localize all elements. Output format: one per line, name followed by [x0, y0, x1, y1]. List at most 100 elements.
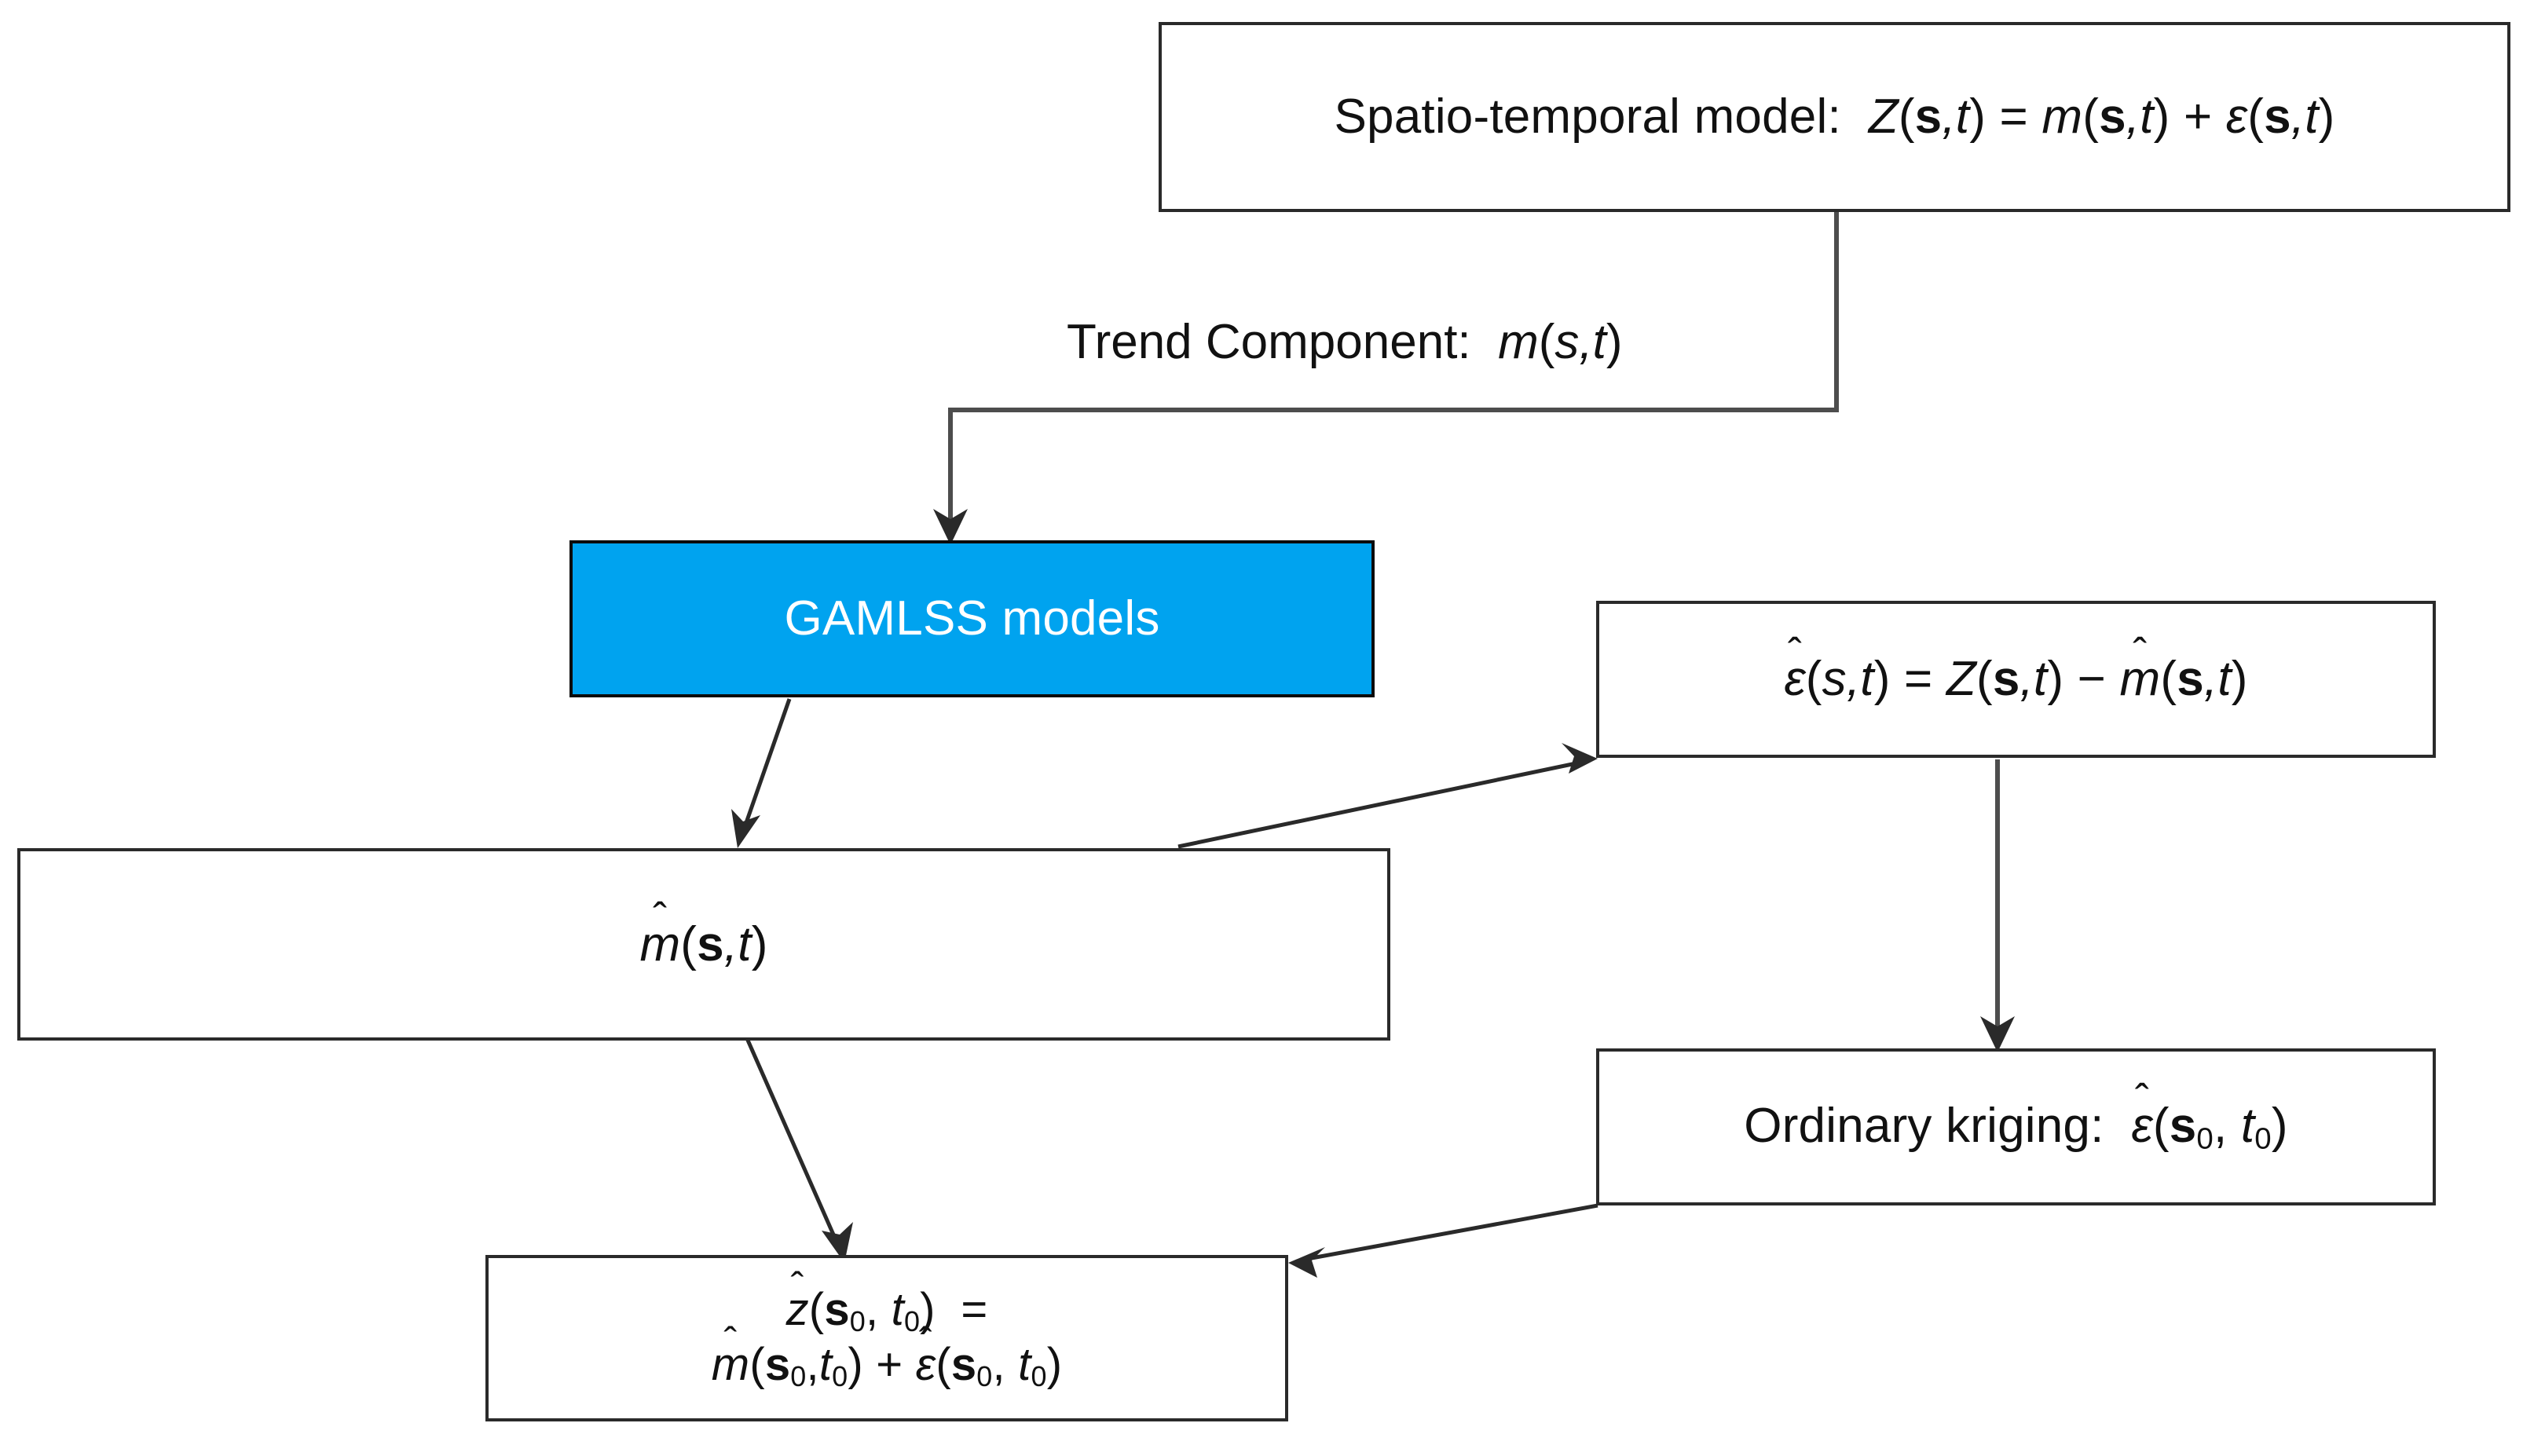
residual-minus: − [2077, 652, 2107, 707]
residual-open-paren: ( [1805, 652, 1822, 707]
prediction-comma: , [865, 1283, 879, 1335]
top-box-s-bold-3: s [2264, 90, 2291, 145]
prediction-m: m [711, 1339, 750, 1390]
residual-close-paren-2: ) [2047, 652, 2064, 707]
top-box-close-paren: ) [1969, 90, 1987, 145]
prediction-s-bold-2: s [764, 1339, 791, 1390]
residual-equals: = [1904, 652, 1933, 707]
residual-close-paren-3: ) [2231, 652, 2248, 707]
trend-edge-s: s [1554, 315, 1580, 369]
prediction-open-paren-3: ( [936, 1339, 951, 1390]
residual-comma-t-2: ,t [2020, 652, 2048, 707]
kriging-comma: , [2213, 1099, 2228, 1154]
prediction-t-subscript-2: 0 [832, 1359, 848, 1392]
prediction-comma-2: , [806, 1339, 819, 1390]
hat-mark-icon: ˆ [1788, 630, 1803, 677]
edge-kriging-to-prediction [1288, 1203, 1598, 1278]
top-box-comma-t-2: ,t [2126, 90, 2154, 145]
prediction-s-bold: s [824, 1283, 850, 1335]
top-box-trend-symbol: m [2041, 90, 2083, 145]
residual-comma-t: ,t [1846, 652, 1874, 707]
top-box-comma-t-3: ,t [2290, 90, 2319, 145]
edge-gamlss-to-trend-estimate [731, 698, 792, 848]
residual-s-bold-2: s [2177, 652, 2204, 707]
residual-comma-t-3: ,t [2203, 652, 2232, 707]
node-spatio-temporal-model[interactable]: Spatio-temporal model: Z(s,t) = m(s,t) +… [1159, 22, 2510, 212]
prediction-epsilon: ε [915, 1339, 936, 1390]
edge-trend-component [933, 212, 1839, 545]
prediction-z: z [785, 1283, 809, 1335]
gamlss-models-label: GAMLSS models [784, 591, 1160, 646]
node-gamlss-models[interactable]: GAMLSS models [569, 540, 1375, 697]
prediction-t: t [891, 1283, 904, 1335]
residual-s-bold: s [1992, 652, 2020, 707]
prediction-open-paren-2: ( [749, 1339, 765, 1390]
trend-edge-comma-t: ,t [1579, 315, 1606, 369]
top-box-comma-t: ,t [1942, 90, 1970, 145]
trend-edge-close-paren: ) [1606, 315, 1623, 369]
top-box-lhs: Z [1868, 90, 1899, 145]
prediction-close-paren: ) [920, 1283, 936, 1335]
top-box-s-bold: s [1914, 90, 1943, 145]
top-box-open-paren-2: ( [2082, 90, 2100, 145]
trend-edge-prefix: Trend Component: [1067, 315, 1471, 369]
top-box-plus: + [2183, 90, 2213, 145]
kriging-close-paren: ) [2271, 1099, 2288, 1154]
kriging-t-subscript: 0 [2254, 1121, 2272, 1156]
kriging-s-subscript: 0 [2196, 1121, 2214, 1156]
residual-epsilon: ε [1784, 652, 1806, 707]
hat-mark-icon-2: ˆ [2133, 630, 2148, 677]
prediction-plus: + [876, 1339, 903, 1390]
hat-mark-icon-3: ˆ [653, 895, 668, 942]
top-box-equals: = [1999, 90, 2028, 145]
prediction-s-subscript: 0 [849, 1304, 866, 1337]
hat-mark-icon-6: ˆ [723, 1319, 738, 1364]
prediction-s-bold-3: s [950, 1339, 977, 1390]
prediction-t-subscript: 0 [903, 1304, 921, 1337]
trend-estimate-s-bold: s [697, 916, 724, 971]
hat-mark-icon-7: ˆ [919, 1319, 932, 1364]
trend-estimate-comma-t: ,t [723, 916, 752, 971]
kriging-t: t [2240, 1099, 2255, 1154]
prediction-equals: = [961, 1283, 988, 1335]
prediction-open-paren: ( [808, 1283, 825, 1335]
kriging-s-bold: s [2169, 1099, 2197, 1154]
edge-label-trend-component: Trend Component: m(s,t) [1067, 314, 1623, 370]
spatio-temporal-model-text: Spatio-temporal model: Z(s,t) = m(s,t) +… [1334, 88, 2334, 145]
top-box-prefix: Spatio-temporal model: [1334, 90, 1841, 145]
edge-residual-to-kriging [1980, 759, 2015, 1052]
edge-trend-estimate-to-prediction [744, 1035, 853, 1263]
trend-estimate-close-paren: ) [751, 916, 768, 971]
residual-close-paren: ) [1873, 652, 1891, 707]
prediction-comma-3: , [992, 1339, 1005, 1390]
prediction-t-2: t [818, 1339, 833, 1390]
top-box-close-paren-2: ) [2153, 90, 2170, 145]
residual-s: s [1822, 652, 1847, 707]
top-box-close-paren-3: ) [2318, 90, 2335, 145]
trend-estimate-m: m [639, 916, 681, 971]
prediction-t-3: t [1018, 1339, 1031, 1390]
prediction-s-subscript-2: 0 [790, 1359, 807, 1392]
kriging-prefix: Ordinary kriging: [1744, 1099, 2104, 1154]
kriging-epsilon: ε [2131, 1099, 2153, 1154]
trend-edge-symbol: m [1498, 315, 1539, 369]
trend-estimate-open-paren: ( [680, 916, 698, 971]
residual-z: Z [1946, 652, 1976, 707]
